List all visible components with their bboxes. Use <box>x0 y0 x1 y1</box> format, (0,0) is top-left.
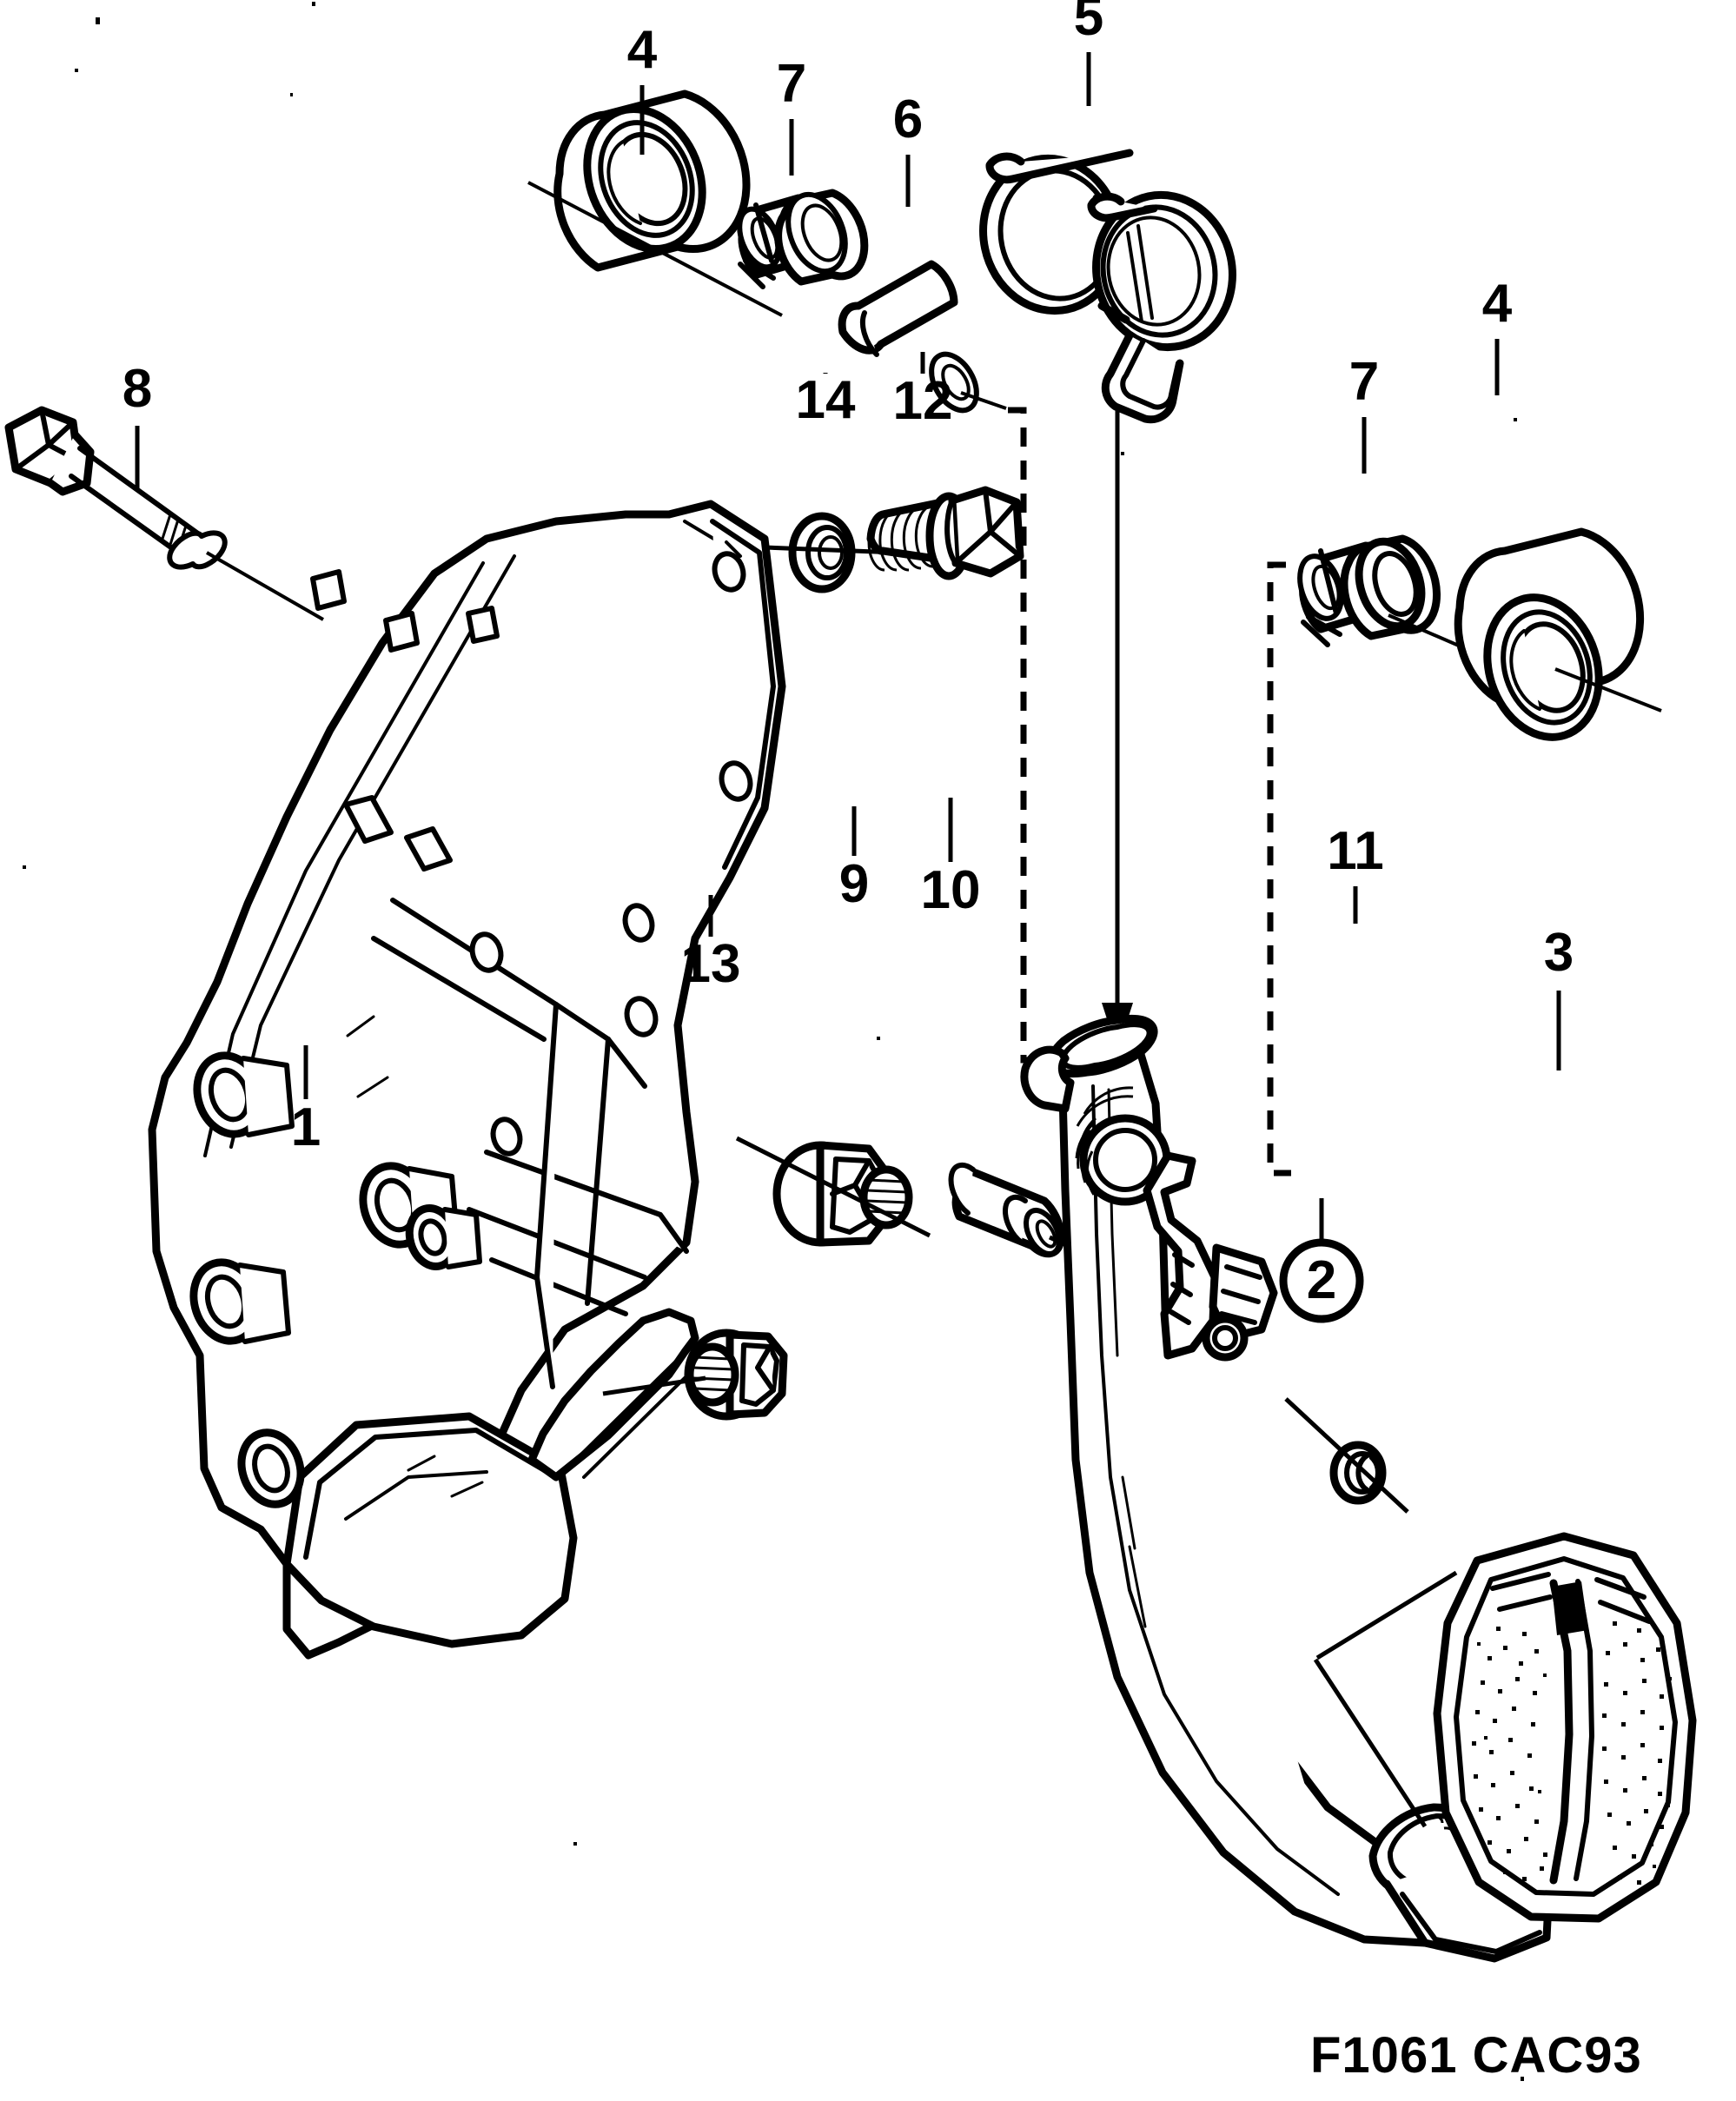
bracket-pivot-boss-lower <box>189 1258 291 1345</box>
callout-8: 8 <box>123 359 152 488</box>
callout-number-12: 12 <box>893 371 953 431</box>
callout-9: 9 <box>839 806 869 914</box>
part-7-bushing-sleeve-left <box>737 189 869 289</box>
part-11-circlip <box>1284 1397 1409 1514</box>
callout-5: 5 <box>1074 0 1103 106</box>
pedal-pad-texture-right <box>1602 1621 1675 1885</box>
callout-7r: 7 <box>1349 352 1379 474</box>
pedal-pad-texture-left <box>1472 1627 1547 1881</box>
part-4-bushing-left <box>527 89 783 317</box>
part-3-pedal-pad <box>1313 1532 1697 1923</box>
bracket-holes <box>469 551 753 1157</box>
callout-14: 14 <box>796 370 856 430</box>
part-2-pedal-arm <box>1020 1014 1554 1963</box>
callout-number-13: 13 <box>681 934 741 994</box>
callout-number-14: 14 <box>796 370 856 430</box>
bracket-center-pivot-boss <box>405 1204 482 1270</box>
callout-10: 10 <box>921 798 981 920</box>
callout-number-1: 1 <box>291 1097 321 1157</box>
callout-11: 11 <box>1327 821 1384 924</box>
part-7-bushing-sleeve-right <box>1297 534 1494 662</box>
part-13-flange-nut <box>602 1329 788 1421</box>
callout-circle-2 <box>1279 1238 1364 1323</box>
callout-number-10: 10 <box>921 860 981 920</box>
callout-4r: 4 <box>1482 274 1513 395</box>
callout-number-7: 7 <box>777 54 806 114</box>
part-9-flange-nut <box>735 1136 931 1247</box>
bracket-slots <box>310 569 500 872</box>
callout-7: 7 <box>777 54 806 176</box>
part-5-return-spring <box>979 149 1236 424</box>
callout-6: 6 <box>893 89 923 207</box>
callout-number-6: 6 <box>893 89 923 149</box>
bracket-pivot-boss-upper <box>193 1051 295 1138</box>
part-12-hex-bolt <box>866 486 1024 580</box>
callout-number-4: 4 <box>627 20 658 80</box>
part-4-bushing-right <box>1454 527 1662 741</box>
drawing-code-label: F1061 CAC93 <box>1310 2027 1642 2084</box>
part-6-spacer-tube <box>838 260 1007 414</box>
callout-1: 1 <box>291 1045 321 1157</box>
callout-number-4r: 4 <box>1482 274 1513 334</box>
part-8-pivot-bolt <box>4 406 324 621</box>
callout-3: 3 <box>1544 923 1574 1070</box>
part-14-washer <box>764 512 898 593</box>
bracket-pivot-boss-bottom <box>237 1428 305 1508</box>
callout-number-3: 3 <box>1544 923 1574 983</box>
callout-12: 12 <box>893 352 953 431</box>
part-1-pedal-bracket <box>148 500 786 1660</box>
callout-number-2: 2 <box>1307 1250 1336 1310</box>
callout-number-5: 5 <box>1074 0 1103 47</box>
callout-number-8: 8 <box>123 359 152 419</box>
callout-number-11: 11 <box>1327 821 1384 881</box>
callout-number-7r: 7 <box>1349 352 1379 412</box>
callout-4: 4 <box>627 20 658 155</box>
callout-number-9: 9 <box>839 854 869 914</box>
callout-13: 13 <box>681 895 741 994</box>
callout-2: 2 <box>1279 1198 1364 1323</box>
